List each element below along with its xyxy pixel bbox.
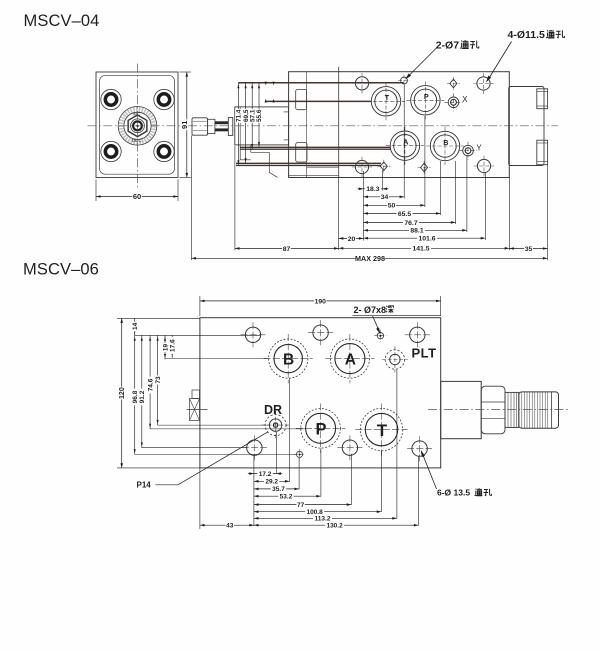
svg-text:MSCV–06: MSCV–06 (23, 261, 99, 279)
svg-text:101.6: 101.6 (418, 236, 435, 243)
svg-text:88.1: 88.1 (410, 228, 423, 235)
svg-text:76.7: 76.7 (404, 220, 417, 227)
svg-text:113.2: 113.2 (315, 516, 331, 523)
svg-text:INC: INC (133, 111, 142, 116)
svg-text:P14: P14 (137, 481, 152, 490)
svg-text:35: 35 (525, 246, 533, 253)
svg-text:2-Ø7: 2-Ø7 (436, 39, 460, 51)
svg-text:57.1: 57.1 (249, 109, 256, 122)
svg-text:69.5: 69.5 (243, 109, 250, 122)
svg-text:34: 34 (381, 194, 389, 201)
svg-text:50: 50 (388, 203, 396, 210)
svg-text:19: 19 (162, 344, 169, 352)
svg-text:141.5: 141.5 (412, 246, 429, 253)
svg-text:X: X (462, 95, 468, 104)
svg-text:T: T (385, 93, 390, 102)
svg-text:B: B (283, 351, 294, 368)
svg-text:73: 73 (155, 376, 162, 384)
svg-text:P: P (424, 92, 429, 101)
svg-text:20: 20 (348, 236, 356, 243)
svg-text:PLT: PLT (412, 346, 437, 361)
svg-text:74.6: 74.6 (147, 378, 154, 391)
svg-text:18.3: 18.3 (366, 186, 379, 193)
svg-text:17.6: 17.6 (169, 339, 176, 352)
svg-text:55.6: 55.6 (256, 109, 263, 122)
svg-text:100.8: 100.8 (306, 509, 323, 516)
svg-text:B: B (443, 138, 448, 147)
svg-text:53.2: 53.2 (280, 493, 293, 500)
svg-text:T: T (377, 421, 388, 440)
svg-text:71.4: 71.4 (236, 109, 243, 122)
svg-text:60: 60 (133, 192, 141, 201)
svg-text:Y: Y (476, 143, 482, 152)
svg-text:MSCV–04: MSCV–04 (24, 12, 100, 30)
svg-text:A: A (403, 138, 408, 147)
svg-text:29.2: 29.2 (265, 479, 278, 486)
svg-text:2- Ø7x8: 2- Ø7x8 (354, 305, 387, 315)
svg-text:35.7: 35.7 (272, 486, 285, 493)
svg-text:65.5: 65.5 (398, 211, 411, 218)
svg-text:120: 120 (119, 387, 126, 399)
svg-text:14: 14 (132, 322, 139, 330)
svg-text:6-Ø 13.5: 6-Ø 13.5 (437, 487, 470, 497)
svg-text:87: 87 (283, 246, 291, 253)
svg-text:17.2: 17.2 (259, 471, 272, 478)
svg-text:190: 190 (315, 298, 327, 305)
svg-text:91: 91 (180, 121, 189, 129)
svg-text:DEC: DEC (132, 138, 142, 143)
svg-text:P: P (315, 420, 326, 438)
svg-text:DR: DR (264, 403, 282, 417)
svg-text:77: 77 (297, 502, 305, 509)
svg-text:43: 43 (226, 522, 234, 529)
svg-text:MAX 298: MAX 298 (355, 254, 385, 263)
svg-text:A: A (345, 351, 356, 368)
svg-text:4-Ø11.5: 4-Ø11.5 (508, 29, 546, 41)
svg-text:91.2: 91.2 (139, 390, 146, 403)
svg-text:130.2: 130.2 (326, 522, 343, 529)
svg-text:96.8: 96.8 (132, 390, 139, 403)
